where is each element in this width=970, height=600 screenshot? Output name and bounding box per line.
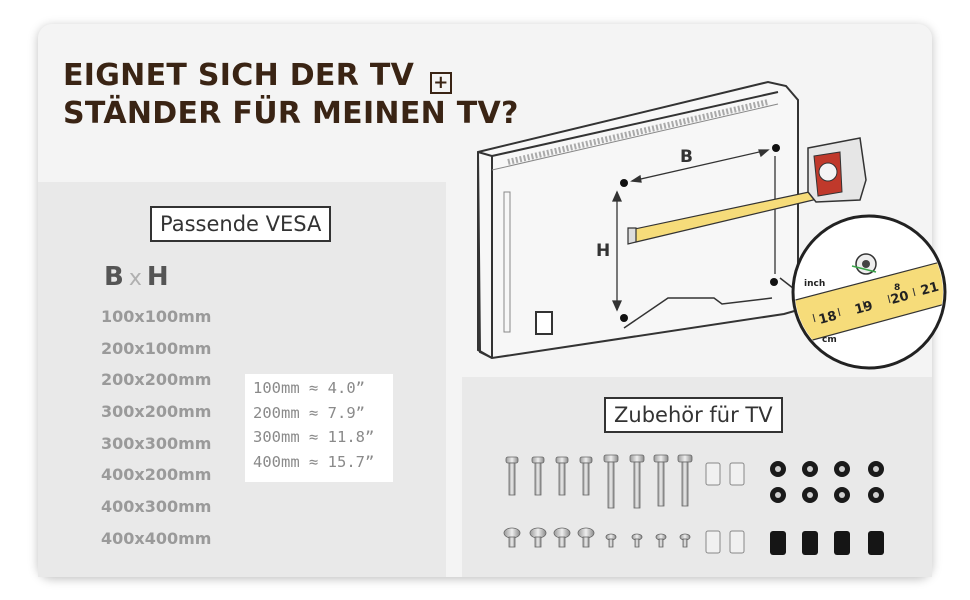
ruler-number: 18	[817, 309, 838, 328]
x-letter: x	[128, 266, 142, 291]
heading-line-1-text: EIGNET SICH DER TV	[63, 58, 415, 93]
vesa-title: Passende VESA	[150, 206, 332, 242]
long-screws	[505, 454, 693, 509]
conversion-row: 300mm ≈ 11.8”	[253, 428, 375, 446]
spacers	[770, 531, 884, 555]
vesa-size-item: 300x200mm	[101, 402, 212, 422]
tv-measure-diagram: B H	[476, 80, 947, 370]
short-screws	[503, 527, 691, 548]
ruler-number: 19	[853, 299, 874, 318]
info-card: EIGNET SICH DER TV + STÄNDER FÜR MEINEN …	[38, 24, 947, 577]
h-dimension-label: H	[596, 241, 610, 261]
vesa-size-item: 200x200mm	[101, 370, 212, 390]
vesa-size-item: 400x300mm	[101, 497, 212, 517]
conversion-row: 200mm ≈ 7.9”	[253, 403, 365, 422]
vesa-size-item: 200x100mm	[101, 338, 212, 358]
accessories-title: Zubehör für TV	[604, 397, 783, 433]
vesa-size-item: 400x400mm	[101, 528, 212, 548]
h-dimension-arrow	[611, 156, 776, 312]
accessories-panel: Zubehör für TV	[462, 377, 932, 577]
heading-line-1: EIGNET SICH DER TV +	[63, 58, 452, 94]
magnifier-circle	[779, 214, 947, 370]
vesa-size-item: 100x100mm	[101, 307, 212, 326]
washers	[770, 461, 884, 503]
ruler-number: 20	[889, 289, 910, 308]
b-letter: B	[104, 262, 124, 292]
conversion-row: 100mm ≈ 4.0”	[253, 379, 365, 397]
vesa-size-item: 300x300mm	[101, 433, 212, 453]
plus-icon: +	[430, 72, 452, 94]
heading-line-2: STÄNDER FÜR MEINEN TV?	[63, 96, 519, 131]
conversion-row: 400mm ≈ 15.7”	[253, 452, 375, 471]
b-dimension-label: B	[680, 147, 693, 167]
tape-strip	[627, 187, 831, 245]
tv-back-illustration	[476, 80, 799, 360]
ruler-small-number: 8	[894, 283, 900, 293]
vesa-size-list: 100x100mm 200x100mm 200x200mm 300x200mm …	[101, 307, 211, 561]
hardware-illustration	[503, 454, 884, 555]
ruler-number: 21	[919, 280, 940, 299]
b-dimension-arrow	[630, 149, 770, 183]
h-letter: H	[146, 262, 169, 292]
mount-brackets	[705, 462, 745, 554]
tape-measure-icon	[807, 137, 867, 203]
vesa-holes	[620, 144, 780, 322]
conversion-table: 100mm ≈ 4.0” 200mm ≈ 7.9” 300mm ≈ 11.8” …	[245, 374, 393, 482]
unit-inch-label: inch	[804, 279, 825, 289]
unit-cm-label: cm	[822, 335, 837, 345]
vesa-size-item: 400x200mm	[101, 465, 212, 485]
